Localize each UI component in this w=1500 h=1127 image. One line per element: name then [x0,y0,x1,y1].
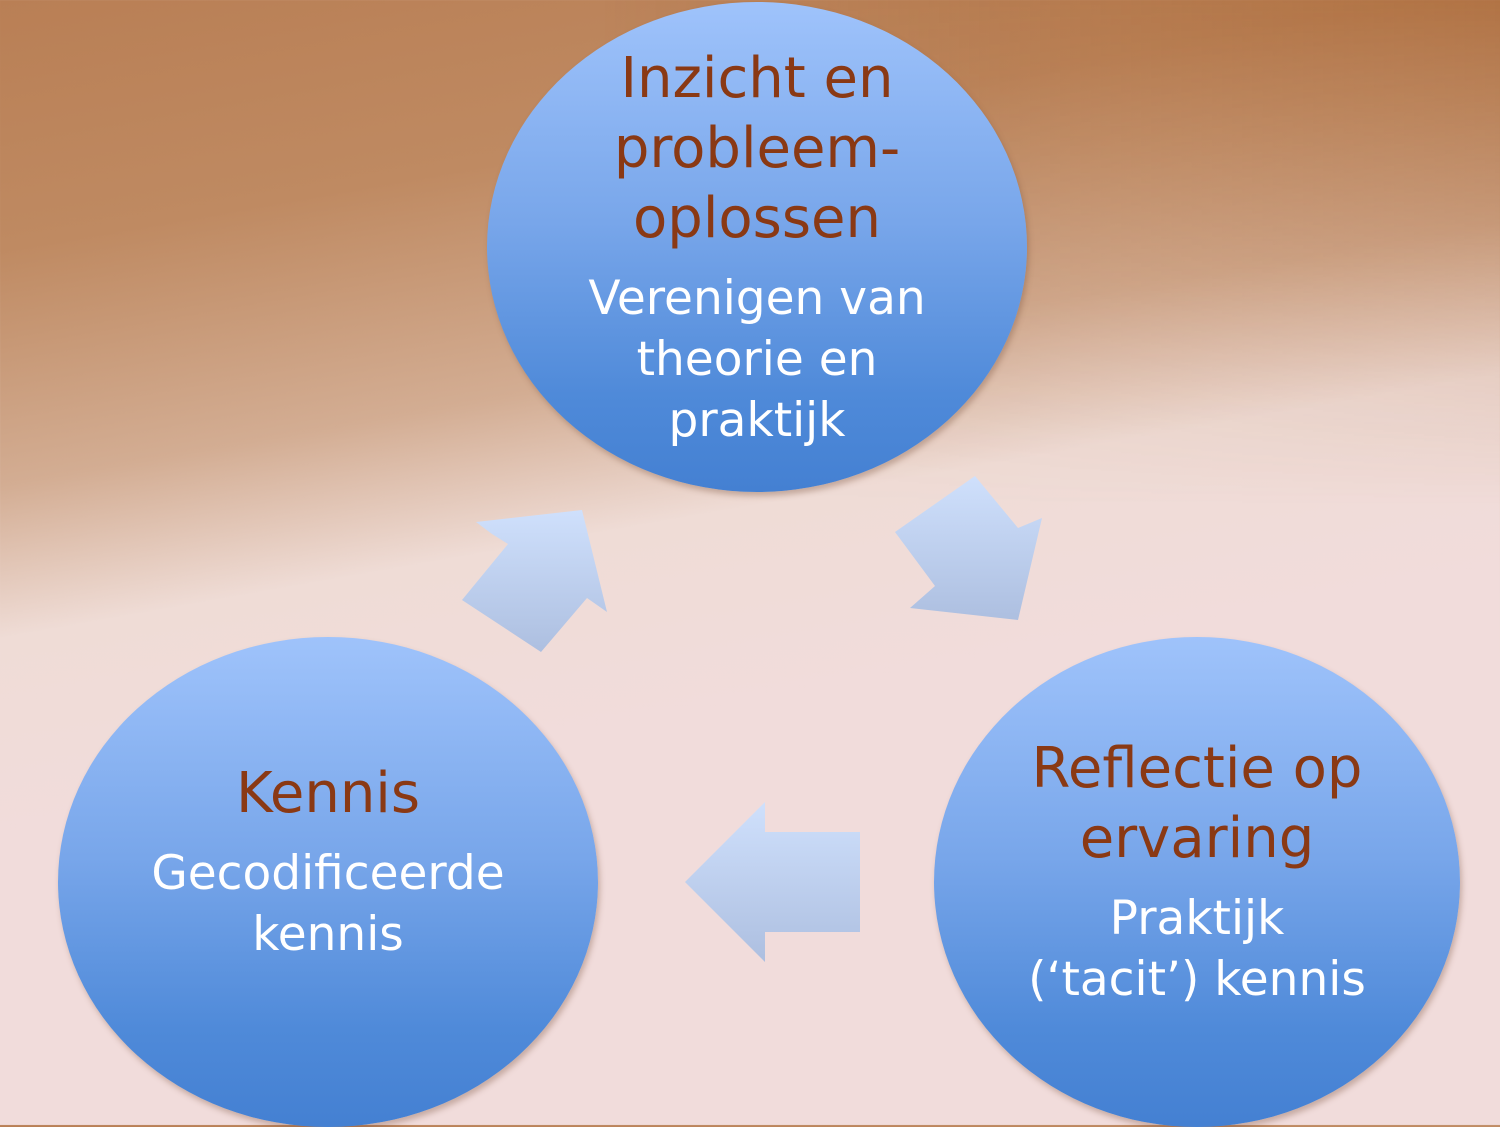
node-subtitle: Verenigen van theorie en praktijk [588,268,925,451]
node-reflectie: Reflectie op ervaring Praktijk (‘tacit’)… [934,637,1460,1127]
node-subtitle: Gecodificeerde kennis [151,843,504,965]
title-line: Inzicht en [620,45,894,111]
subtitle-line: Gecodificeerde [151,846,505,901]
subtitle-line: praktijk [668,392,846,448]
title-line: Kennis [235,761,421,826]
subtitle-line: Verenigen van [588,270,926,326]
node-title: Inzicht en probleem- oplossen [614,44,900,254]
node-title: Kennis [236,759,420,829]
arrow-inzicht-to-reflectie [895,476,1042,620]
subtitle-line: theorie en [636,331,878,387]
title-line: Reflectie op [1031,736,1363,801]
title-line: oplossen [633,185,881,251]
node-inzicht: Inzicht en probleem- oplossen Verenigen … [487,2,1027,492]
title-line: probleem- [613,115,901,181]
title-line: ervaring [1079,806,1315,871]
arrow-reflectie-to-kennis [685,802,860,962]
node-kennis: Kennis Gecodificeerde kennis [58,637,598,1127]
arrow-kennis-to-inzicht [462,510,607,652]
subtitle-line: kennis [252,907,404,962]
node-title: Reflectie op ervaring [1032,734,1363,874]
node-subtitle: Praktijk (‘tacit’) kennis [1028,888,1366,1010]
subtitle-line: Praktijk [1109,891,1285,946]
subtitle-line: (‘tacit’) kennis [1028,952,1366,1007]
